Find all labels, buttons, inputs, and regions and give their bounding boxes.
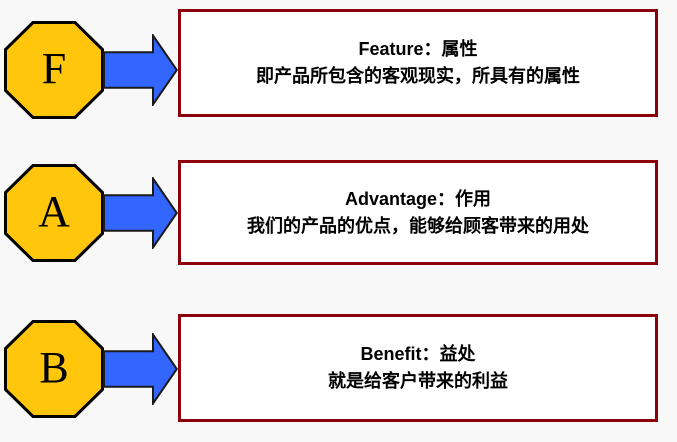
octagon-badge-feature: F (4, 21, 104, 119)
feature-text-box: Feature：属性 即产品所包含的客观现实，所具有的属性 (178, 9, 658, 117)
octagon-letter: F (41, 44, 67, 93)
octagon-badge-advantage: A (4, 164, 104, 262)
arrow-shape (103, 34, 178, 106)
arrow-shape (103, 333, 178, 405)
box-title: Benefit：益处 (360, 344, 476, 364)
octagon-letter: B (39, 343, 69, 392)
octagon-badge-benefit: B (4, 320, 104, 418)
box-description: 我们的产品的优点，能够给顾客带来的用处 (247, 215, 589, 236)
octagon-shape (4, 320, 104, 418)
box-description: 即产品所包含的客观现实，所具有的属性 (256, 66, 580, 86)
octagon-shape (4, 21, 104, 119)
right-arrow-icon (103, 177, 178, 249)
box-title: Advantage：作用 (344, 188, 492, 209)
octagon-icon (4, 21, 104, 119)
advantage-text-box: Advantage：作用 我们的产品的优点，能够给顾客带来的用处 (178, 160, 658, 265)
arrow-shape (103, 177, 178, 249)
box-title: Feature：属性 (358, 39, 478, 59)
right-arrow-icon (103, 34, 178, 106)
octagon-shape (4, 164, 104, 262)
box-description: 就是给客户带来的利益 (328, 371, 508, 391)
octagon-letter: A (38, 187, 70, 236)
benefit-text-box: Benefit：益处 就是给客户带来的利益 (178, 314, 658, 422)
octagon-icon (4, 320, 104, 418)
octagon-icon (4, 164, 104, 262)
right-arrow-icon (103, 333, 178, 405)
